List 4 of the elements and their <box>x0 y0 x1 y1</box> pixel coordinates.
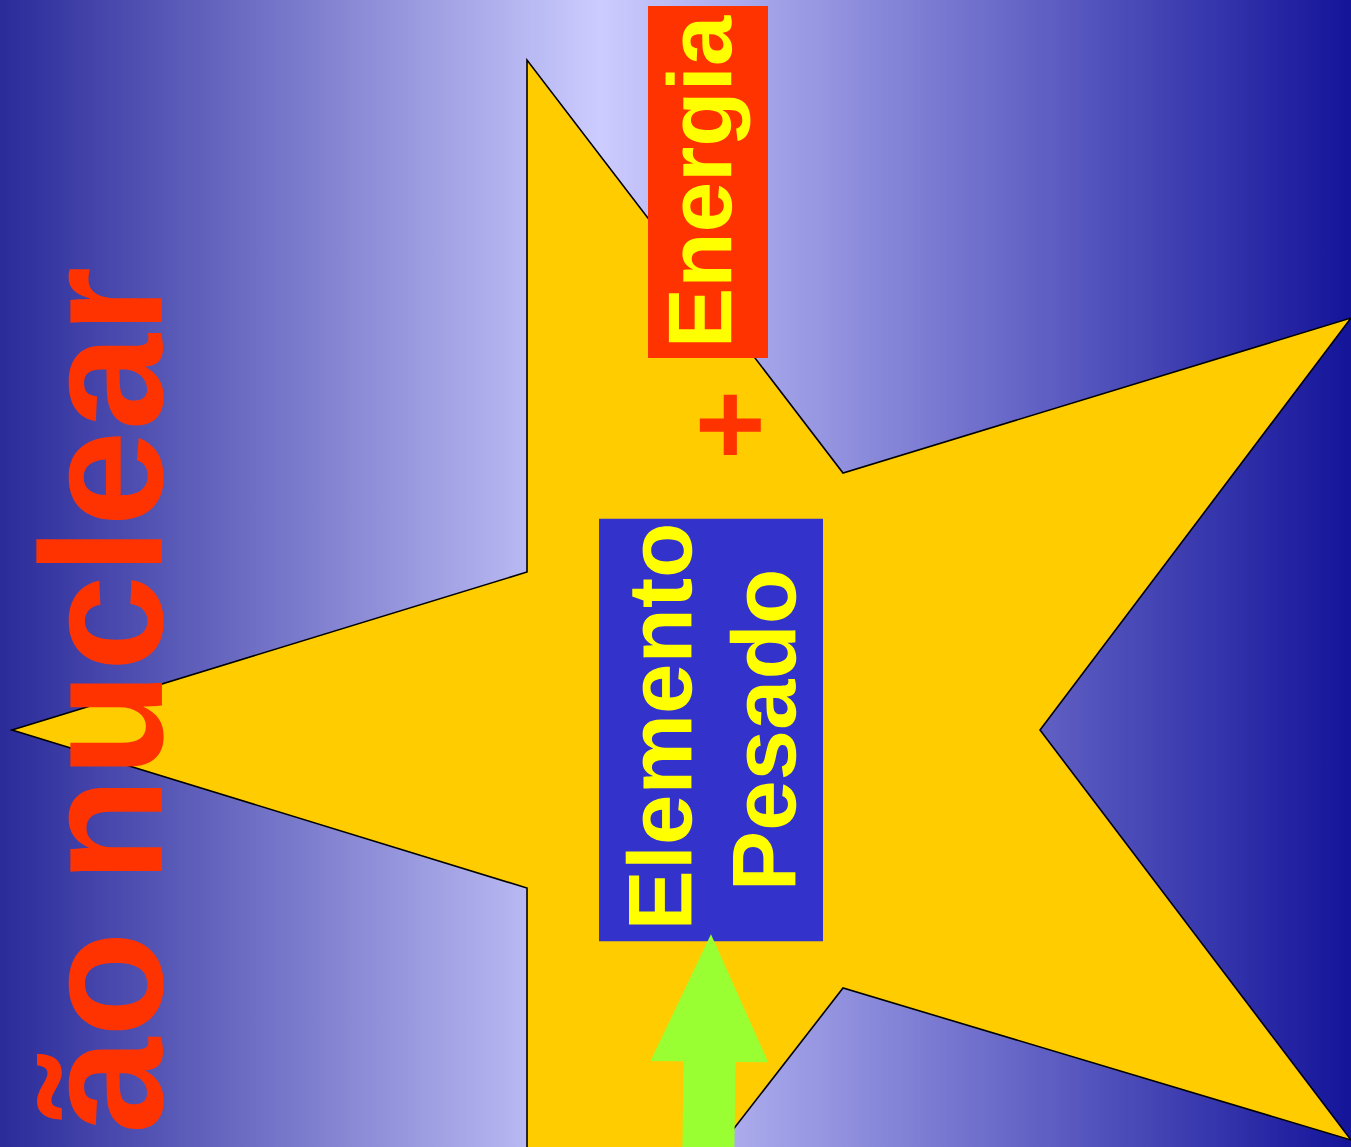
plus-sign: + <box>699 394 761 455</box>
title: ão nuclear <box>36 269 164 1130</box>
text-box: Energia <box>648 6 768 358</box>
text-box: Elemento Pesado <box>599 518 823 942</box>
